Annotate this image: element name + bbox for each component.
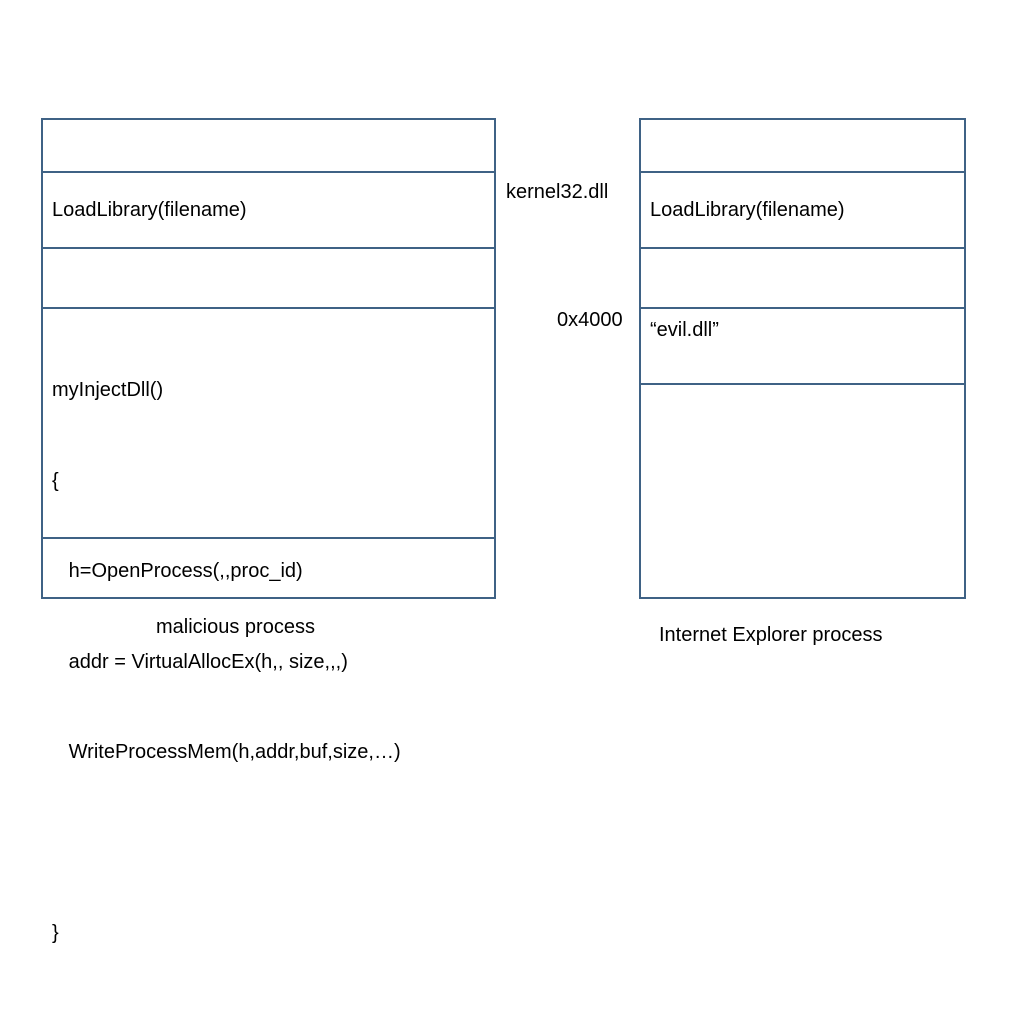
- code-line: WriteProcessMem(h,addr,buf,size,…): [52, 741, 401, 763]
- malicious-empty-segment: [43, 247, 494, 308]
- malicious-process-memory: LoadLibrary(filename) myInjectDll() { h=…: [41, 118, 496, 944]
- code-line: }: [52, 922, 59, 944]
- address-label: 0x4000: [557, 309, 623, 331]
- malicious-loadlibrary-segment: LoadLibrary(filename): [43, 171, 494, 248]
- ie-process-caption: Internet Explorer process: [659, 624, 883, 646]
- malicious-process-caption: malicious process: [156, 616, 315, 638]
- inject-code-block: myInjectDll() { h=OpenProcess(,,proc_id)…: [52, 315, 401, 1009]
- malicious-bottom-segment: [43, 537, 494, 599]
- ie-evil-dll-segment: “evil.dll”: [641, 307, 964, 384]
- code-line: h=OpenProcess(,,proc_id): [52, 560, 303, 582]
- code-line: myInjectDll(): [52, 379, 164, 401]
- kernel32-label: kernel32.dll: [506, 181, 609, 203]
- ie-loadlibrary-label: LoadLibrary(filename): [650, 199, 845, 221]
- ie-process-memory: LoadLibrary(filename) “evil.dll”: [639, 118, 966, 599]
- ie-loadlibrary-segment: LoadLibrary(filename): [641, 171, 964, 248]
- evil-dll-label: “evil.dll”: [650, 319, 719, 341]
- malicious-loadlibrary-label: LoadLibrary(filename): [52, 199, 247, 221]
- code-line: addr = VirtualAllocEx(h,, size,,,): [52, 650, 348, 673]
- malicious-code-segment: myInjectDll() { h=OpenProcess(,,proc_id)…: [43, 307, 494, 944]
- ie-empty-segment: [641, 247, 964, 308]
- code-line: ​: [52, 828, 401, 859]
- ie-bottom-segment: [641, 383, 964, 599]
- code-line: {: [52, 469, 59, 492]
